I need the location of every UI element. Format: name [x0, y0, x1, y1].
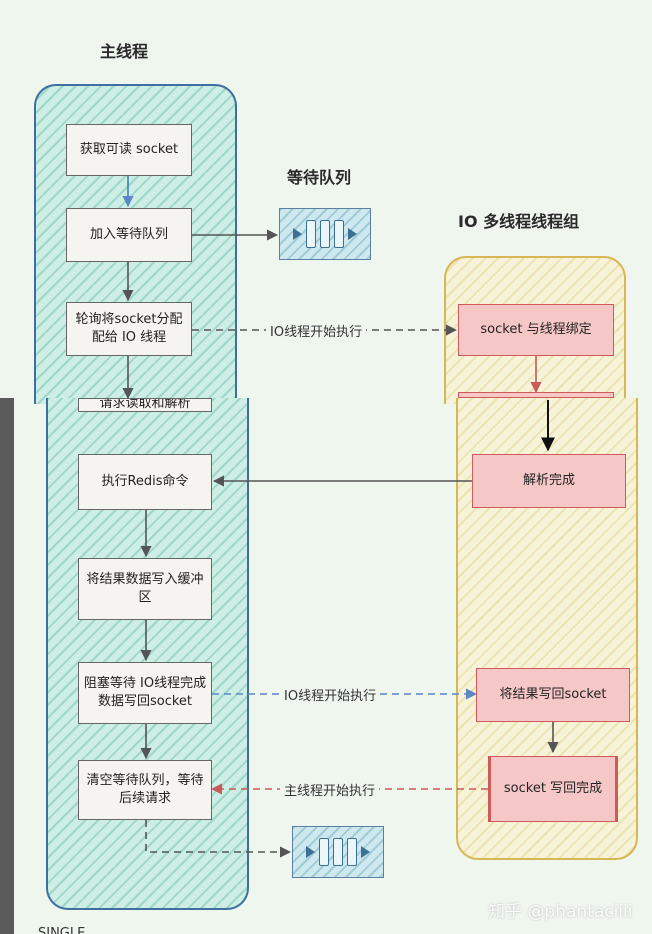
block-wait-box: 阻塞等待 IO线程完成数据写回socket [78, 662, 212, 724]
parse-done-box: 解析完成 [472, 454, 626, 508]
wait-queue-heading: 等待队列 [287, 168, 352, 187]
left-dark-strip [0, 398, 14, 934]
wait-queue-icon [279, 208, 371, 260]
io-start-label-1: IO线程开始执行 [266, 321, 367, 340]
bind-socket-box: socket 与线程绑定 [458, 304, 614, 356]
queue-slot [319, 838, 329, 866]
add-queue-box: 加入等待队列 [66, 208, 192, 262]
exec-redis-box: 执行Redis命令 [78, 454, 212, 510]
write-back-box: 将结果写回socket [476, 668, 630, 722]
io-start-label-2: IO线程开始执行 [280, 685, 381, 704]
clipped-footer-text: SINGLE [38, 926, 86, 934]
main-start-label: 主线程开始执行 [280, 780, 380, 799]
queue-arrow-icon [361, 846, 370, 858]
wait-queue-icon-bottom [292, 826, 384, 878]
request-parse-box: 请求读取和解析 [78, 398, 212, 412]
queue-slot [334, 220, 344, 248]
queue-arrow-icon [306, 846, 315, 858]
watermark-text: 知乎 @phantaciiii [488, 902, 633, 922]
arrow-clear-to-queue [145, 820, 292, 858]
queue-slot [333, 838, 343, 866]
get-socket-box: 获取可读 socket [66, 124, 192, 176]
queue-arrow-icon [348, 228, 357, 240]
queue-slot [347, 838, 357, 866]
io-clipped-box [458, 392, 614, 398]
clear-queue-box: 清空等待队列，等待后续请求 [78, 760, 212, 820]
io-group-heading: IO 多线程线程组 [458, 212, 580, 231]
poll-assign-box: 轮询将socket分配配给 IO 线程 [66, 302, 192, 356]
main-thread-heading: 主线程 [100, 42, 149, 61]
queue-arrow-icon [293, 228, 302, 240]
write-done-box: socket 写回完成 [488, 756, 618, 822]
write-buffer-box: 将结果数据写入缓冲区 [78, 558, 212, 620]
queue-slot [320, 220, 330, 248]
queue-slot [306, 220, 316, 248]
